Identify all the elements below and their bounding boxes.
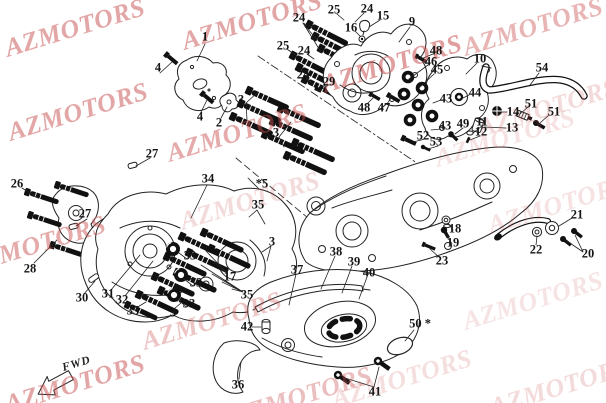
part-number-label: 3 <box>272 125 280 140</box>
cap-art <box>261 318 271 335</box>
part-number-label: 49 <box>456 116 470 131</box>
part-number-label: 23 <box>435 253 449 268</box>
part-number-label: 35 <box>126 303 140 318</box>
part-number-label: 40 <box>362 265 376 280</box>
part-number-label: 3 <box>268 234 276 249</box>
part-number-label: 51 <box>524 96 538 111</box>
part-number-label: 3 <box>169 305 177 320</box>
part-number-label: 46 <box>424 54 438 69</box>
part-number-label: 30 <box>75 290 89 305</box>
part-number-label: 34 <box>201 171 215 186</box>
part-number-label: 43 <box>439 91 453 106</box>
oil-fittings-art <box>400 105 546 152</box>
part-number-label: 32 <box>115 292 129 307</box>
part-number-label: 24 <box>296 67 310 82</box>
part-number-label: 31 <box>101 286 115 301</box>
crankcase-outer-half-art <box>298 146 544 273</box>
part-number-label: 16 <box>344 20 358 35</box>
part-number-label: 27 <box>78 206 92 221</box>
part-number-label: 11 <box>476 114 488 129</box>
oil-pipe-art <box>494 216 583 247</box>
part-number-label: 47 <box>377 100 391 115</box>
part-number-label: 33 <box>182 296 196 311</box>
part-number-label: *5 <box>255 176 269 191</box>
part-number-label: 41 <box>368 384 382 399</box>
part-number-label: 43 <box>438 118 452 133</box>
breather-hose-art <box>479 63 588 100</box>
part-number-label: 25 <box>327 2 341 17</box>
cvt-cover-art <box>212 269 420 394</box>
part-number-label: 18 <box>448 221 462 236</box>
part-number-label: 28 <box>23 261 37 276</box>
fwd-arrow-icon <box>37 370 74 396</box>
part-number-label: 27 <box>145 146 159 161</box>
part-number-label: 13 <box>505 120 519 135</box>
part-number-label: 4 <box>154 60 162 75</box>
part-number-label: 25 <box>276 38 290 53</box>
part-number-label: 45 <box>430 62 444 77</box>
part-number-label: 29 <box>322 74 336 89</box>
part-number-label: 14 <box>506 104 520 119</box>
leader-lines <box>21 12 584 388</box>
part-number-label: 51 <box>547 104 561 119</box>
part-number-label: 19 <box>446 235 460 250</box>
pump-gasket-art <box>163 51 240 113</box>
part-number-label: 12 <box>474 124 488 139</box>
part-number-label: 48 <box>429 43 443 58</box>
part-number-label: 35 <box>240 287 254 302</box>
part-number-label: 39 <box>347 254 361 269</box>
part-number-label: 33 <box>189 275 203 290</box>
part-number-label: 35 <box>251 197 265 212</box>
part-number-label: 52 <box>416 128 430 143</box>
part-number-label: 10 <box>473 51 487 66</box>
part-number-label: 37 <box>290 262 304 277</box>
part-number-label: 15 <box>376 8 390 23</box>
part-number-label: 24 <box>360 1 374 16</box>
part-number-label: 42 <box>240 319 254 334</box>
case-stud-bolts <box>287 18 363 104</box>
part-number-label: 54 <box>535 60 549 75</box>
part-number-label: 1 <box>201 29 209 44</box>
part-number-label: 33 <box>183 248 197 263</box>
part-number-label: 4 <box>196 109 204 124</box>
part-number-label: 26 <box>10 176 24 191</box>
part-number-label: 24 <box>297 43 311 58</box>
part-number-label: 24 <box>292 10 306 25</box>
part-number-label: 9 <box>408 14 416 29</box>
part-number-label: 48 <box>357 100 371 115</box>
part-number-label: 21 <box>570 207 584 222</box>
part-number-label: 3 <box>237 92 245 107</box>
part-number-label: 20 <box>581 246 595 261</box>
part-number-label: 38 <box>329 244 343 259</box>
part-number-label: 17 <box>223 269 237 284</box>
part-number-label: 53 <box>429 134 443 149</box>
part-number-label: 22 <box>529 242 543 257</box>
part-number-label: 36 <box>231 377 245 392</box>
part-number-label: 2 <box>215 115 223 130</box>
part-number-label: 50 * <box>409 316 431 331</box>
part-number-label: 44 <box>468 85 482 100</box>
